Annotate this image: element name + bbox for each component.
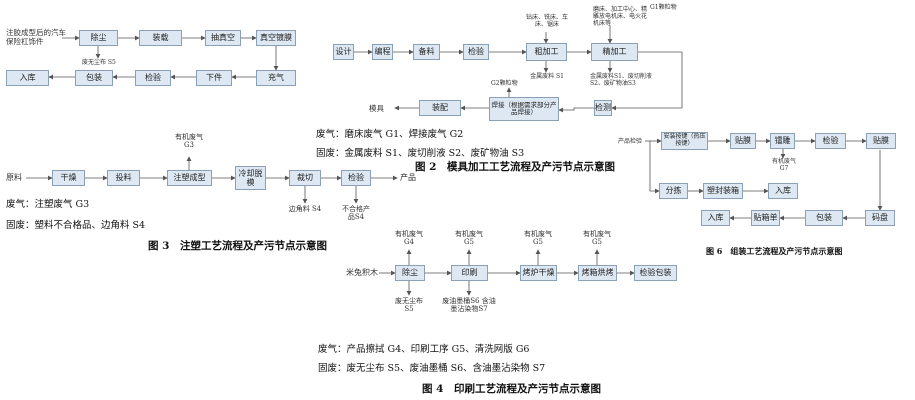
fig2-step-rough: 粗加工	[526, 43, 567, 61]
fig2-step-material: 备料	[413, 44, 440, 60]
fig2-output-mold: 模具	[369, 104, 384, 113]
fig3-trim-waste: 边角料 S4	[288, 205, 322, 213]
fig4-step-bake: 烤箱烘烤	[578, 265, 617, 281]
fig3-solid-note: 固废：塑料不合格品、边角料 S4	[6, 220, 146, 231]
fig3-reject-waste: 不合格产品S4	[342, 205, 370, 222]
fig2-step-weld: 焊接（根据需求部分产品焊接）	[489, 97, 559, 121]
fig5-step-inspect: 检验	[135, 70, 171, 86]
fig6-step-film1: 贴膜	[730, 133, 756, 149]
fig2-gas-note: 废气：磨床废气 G1、焊接废气 G2	[316, 129, 464, 140]
fig6-step-laser: 镭雕	[770, 133, 795, 149]
fig6-caption: 图 6 组装工艺流程及产污节点示意图	[706, 246, 843, 256]
fig5-step-coating: 真空镀膜	[256, 30, 296, 46]
fig2-caption: 图 2 模具加工工艺流程及产污节点示意图	[415, 161, 615, 173]
fig3-gas-note: 废气：注塑废气 G3	[6, 199, 90, 210]
fig4-dust-waste: 废无尘布 S5	[395, 297, 423, 314]
fig2-finish-waste: 金属废料S1、废切削液S2、废矿物油S3	[590, 73, 652, 88]
fig2-g1-label: G1颗粒物	[650, 4, 677, 11]
fig3-step-dry: 干燥	[52, 170, 85, 186]
fig5-dust-waste: 废无尘布 S5	[82, 59, 116, 66]
fig4-step-dedust: 除尘	[395, 265, 425, 281]
fig2-step-check: 检验	[463, 44, 489, 60]
fig2-step-finish: 精加工	[591, 43, 638, 61]
fig5-step-dedust: 除尘	[79, 30, 118, 46]
fig5-step-inflate: 充气	[256, 70, 296, 86]
fig4-gas-g5-bake: 有机废气 G5	[583, 230, 611, 247]
fig6-step-stack: 码盘	[865, 210, 895, 226]
fig4-gas-note: 废气：产品擦拭 G4、印刷工序 G5、清洗网版 G6	[318, 344, 530, 355]
fig2-step-program: 编程	[372, 44, 393, 60]
fig3-step-cool: 冷却脱模	[235, 166, 266, 190]
fig2-solid-note: 固废：金属废料 S1、废切削液 S2、废矿物油 S3	[316, 148, 525, 159]
fig3-step-inspect: 检验	[341, 170, 371, 186]
fig6-branch-sort: 分拣	[659, 183, 688, 199]
fig5-input: 注胶成型后的汽车保险杠饰件	[6, 28, 66, 46]
fig3-product: 产品	[400, 173, 416, 182]
fig3-step-cut: 裁切	[289, 170, 321, 186]
fig6-step-label: 贴箱单	[751, 210, 780, 226]
fig3-raw: 原料	[6, 173, 22, 182]
fig4-step-dry: 烤炉干燥	[520, 265, 557, 281]
fig4-gas-g5-print: 有机废气 G5	[455, 230, 483, 247]
fig6-gas: 有机废气 G7	[771, 158, 796, 173]
fig6-branch-seal: 塑封装箱	[703, 183, 743, 199]
fig6-incoming: 产品检验	[618, 138, 643, 145]
fig4-raw: 米兔积木	[346, 268, 378, 277]
fig2-rough-machines: 钻床、铣床、车床、锯床	[525, 14, 568, 29]
fig4-step-print: 印刷	[451, 265, 488, 281]
fig4-step-pack: 检验包装	[634, 265, 677, 281]
fig4-solid-note: 固废：废无尘布 S5、废油墨桶 S6、含油墨沾染物 S7	[318, 363, 546, 374]
fig5-step-store: 入库	[6, 70, 49, 86]
fig3-gas-node: 有机废气 G3	[175, 133, 203, 150]
fig2-step-assemble: 装配	[419, 100, 461, 116]
fig5-step-unload: 下件	[196, 70, 232, 86]
fig6-step-store: 入库	[701, 210, 730, 226]
fig3-step-mold: 注塑成型	[167, 170, 212, 186]
fig3-step-feed: 投料	[107, 170, 140, 186]
fig2-finish-machines: 磨床、加工中心、精雕放电机床、电火花机床等	[593, 6, 648, 28]
fig6-branch-store: 入库	[768, 183, 798, 199]
fig5-step-load: 装载	[139, 30, 182, 46]
fig4-gas-g5-dry: 有机废气 G5	[524, 230, 552, 247]
fig4-gas-g4: 有机废气 G4	[395, 230, 423, 247]
fig4-caption: 图 4 印刷工艺流程及产污节点示意图	[422, 383, 601, 395]
fig2-weld-gas: G2颗粒物	[491, 80, 518, 87]
fig5-step-pack: 包装	[75, 70, 113, 86]
fig3-caption: 图 3 注塑工艺流程及产污节点示意图	[148, 240, 327, 252]
fig4-print-waste: 废油墨桶S6 含油墨沾染物S7	[442, 297, 496, 314]
fig2-step-test: 检测	[594, 100, 612, 116]
fig2-rough-waste: 金属废料 S1	[530, 73, 564, 80]
fig6-step-inspect: 检验	[815, 133, 846, 149]
fig5-step-vacuum: 抽真空	[205, 30, 241, 46]
fig6-step-pack: 包装	[805, 210, 843, 226]
fig2-step-design: 设计	[333, 44, 354, 60]
fig6-step-keys: 安装按键（热压按键）	[661, 132, 708, 150]
fig6-step-film2: 贴膜	[866, 133, 896, 149]
